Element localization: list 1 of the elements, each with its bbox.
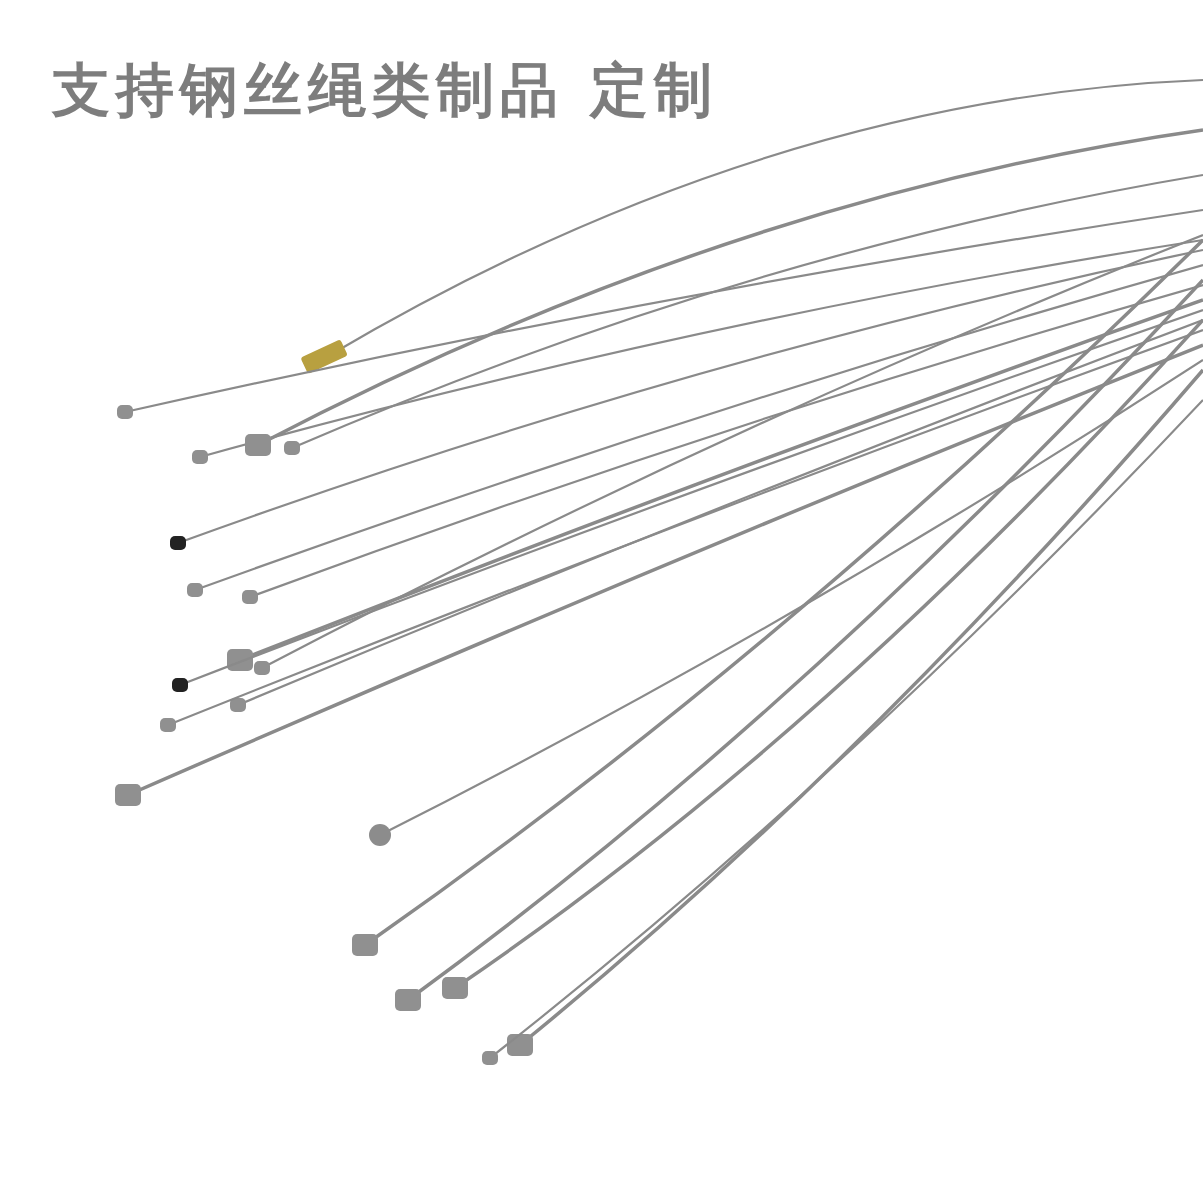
title: 支持钢丝绳类制品 定制 <box>52 55 719 126</box>
